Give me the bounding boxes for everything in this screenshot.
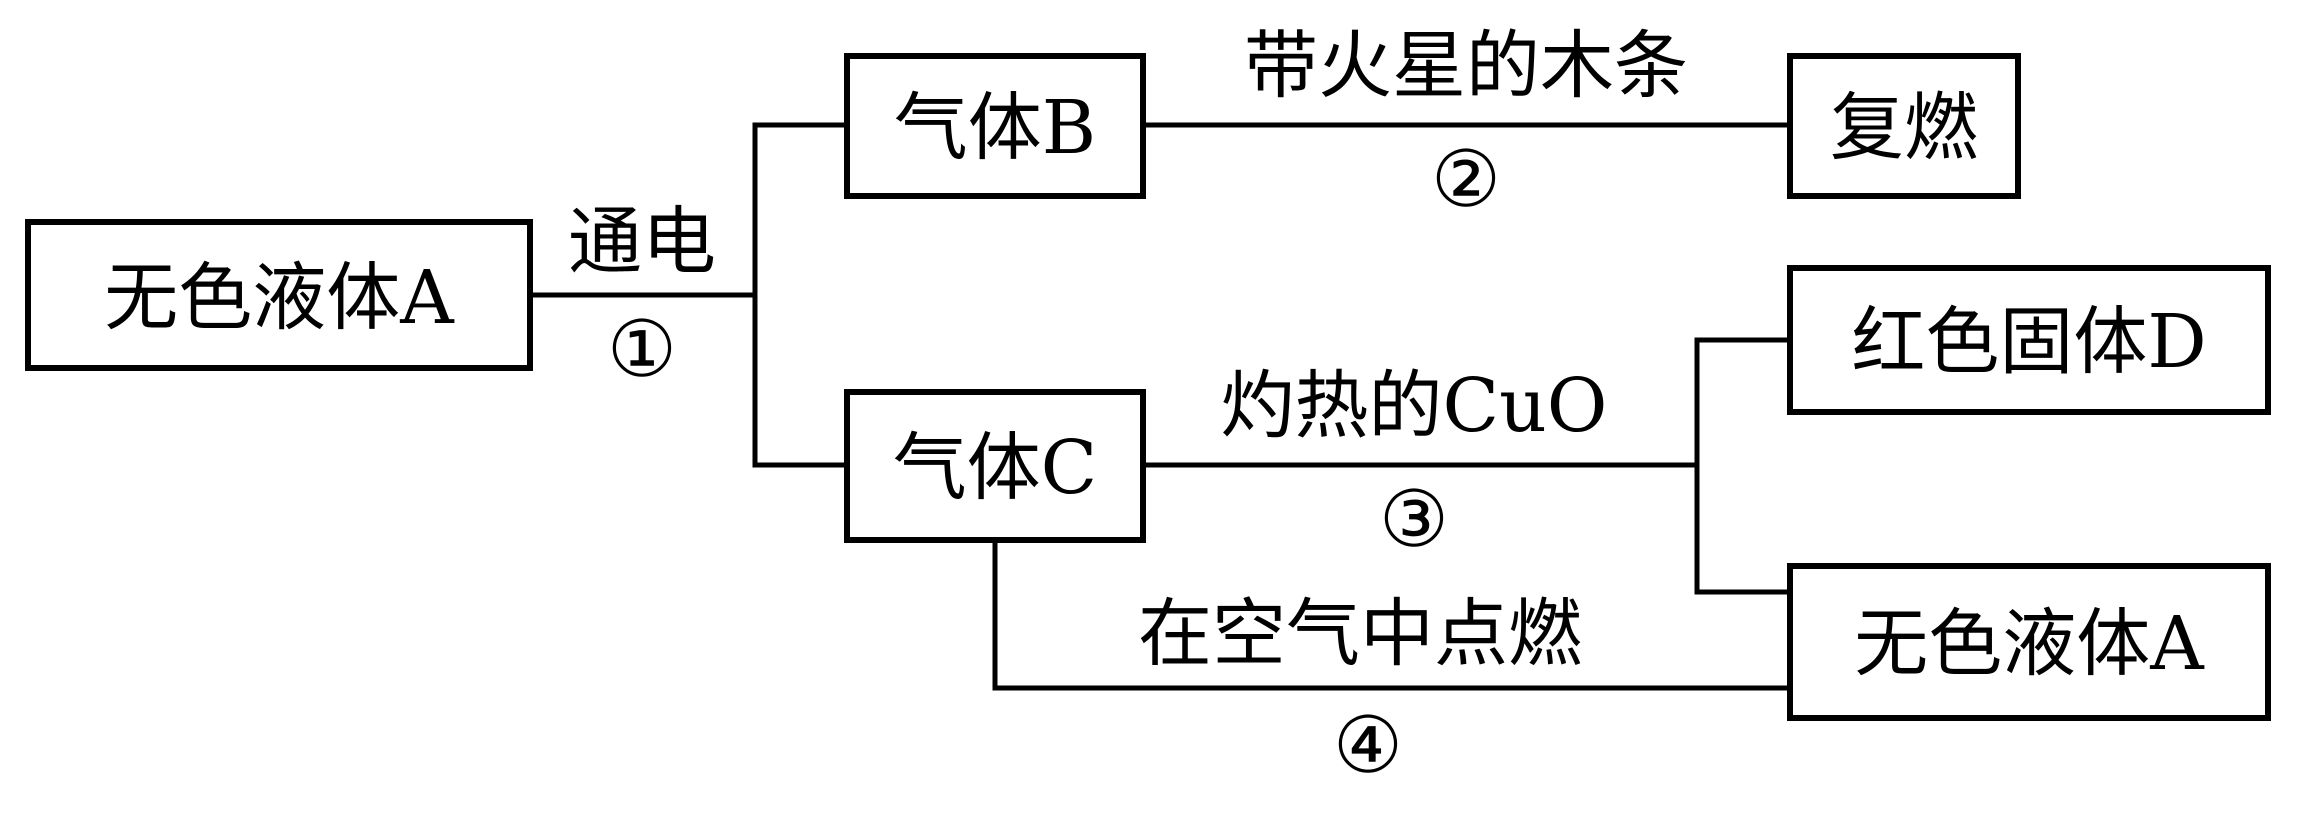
node-label: 红色固体D [1851, 299, 2206, 385]
node-red-solid-d: 红色固体D [1787, 265, 2271, 415]
node-liquid-a-left: 无色液体A [25, 219, 533, 371]
node-label: 气体B [894, 85, 1096, 171]
edge-label-glowing-splint: 带火星的木条 [1244, 23, 1688, 109]
edge-step-electrolysis: ① [607, 305, 677, 395]
node-label: 无色液体A [1854, 601, 2205, 687]
edge-label-burn-in-air: 在空气中点燃 [1138, 591, 1582, 677]
connector-lines [527, 122, 1793, 691]
node-relight: 复燃 [1787, 53, 2021, 199]
node-label: 气体C [893, 425, 1098, 511]
node-label: 无色液体A [104, 255, 455, 341]
node-liquid-a-right: 无色液体A [1787, 563, 2271, 721]
edge-label-hot-cuo: 灼热的CuO [1221, 363, 1608, 449]
edge-label-electrolysis: 通电 [568, 199, 716, 285]
node-label: 复燃 [1830, 85, 1978, 171]
node-gas-b: 气体B [844, 53, 1146, 199]
line-c-burn-to-a-right [992, 537, 1793, 691]
edge-step-burn-in-air: ④ [1333, 701, 1403, 791]
node-gas-c: 气体C [844, 389, 1146, 543]
edge-step-glowing-splint: ② [1431, 135, 1501, 225]
edge-step-hot-cuo: ③ [1379, 475, 1449, 565]
